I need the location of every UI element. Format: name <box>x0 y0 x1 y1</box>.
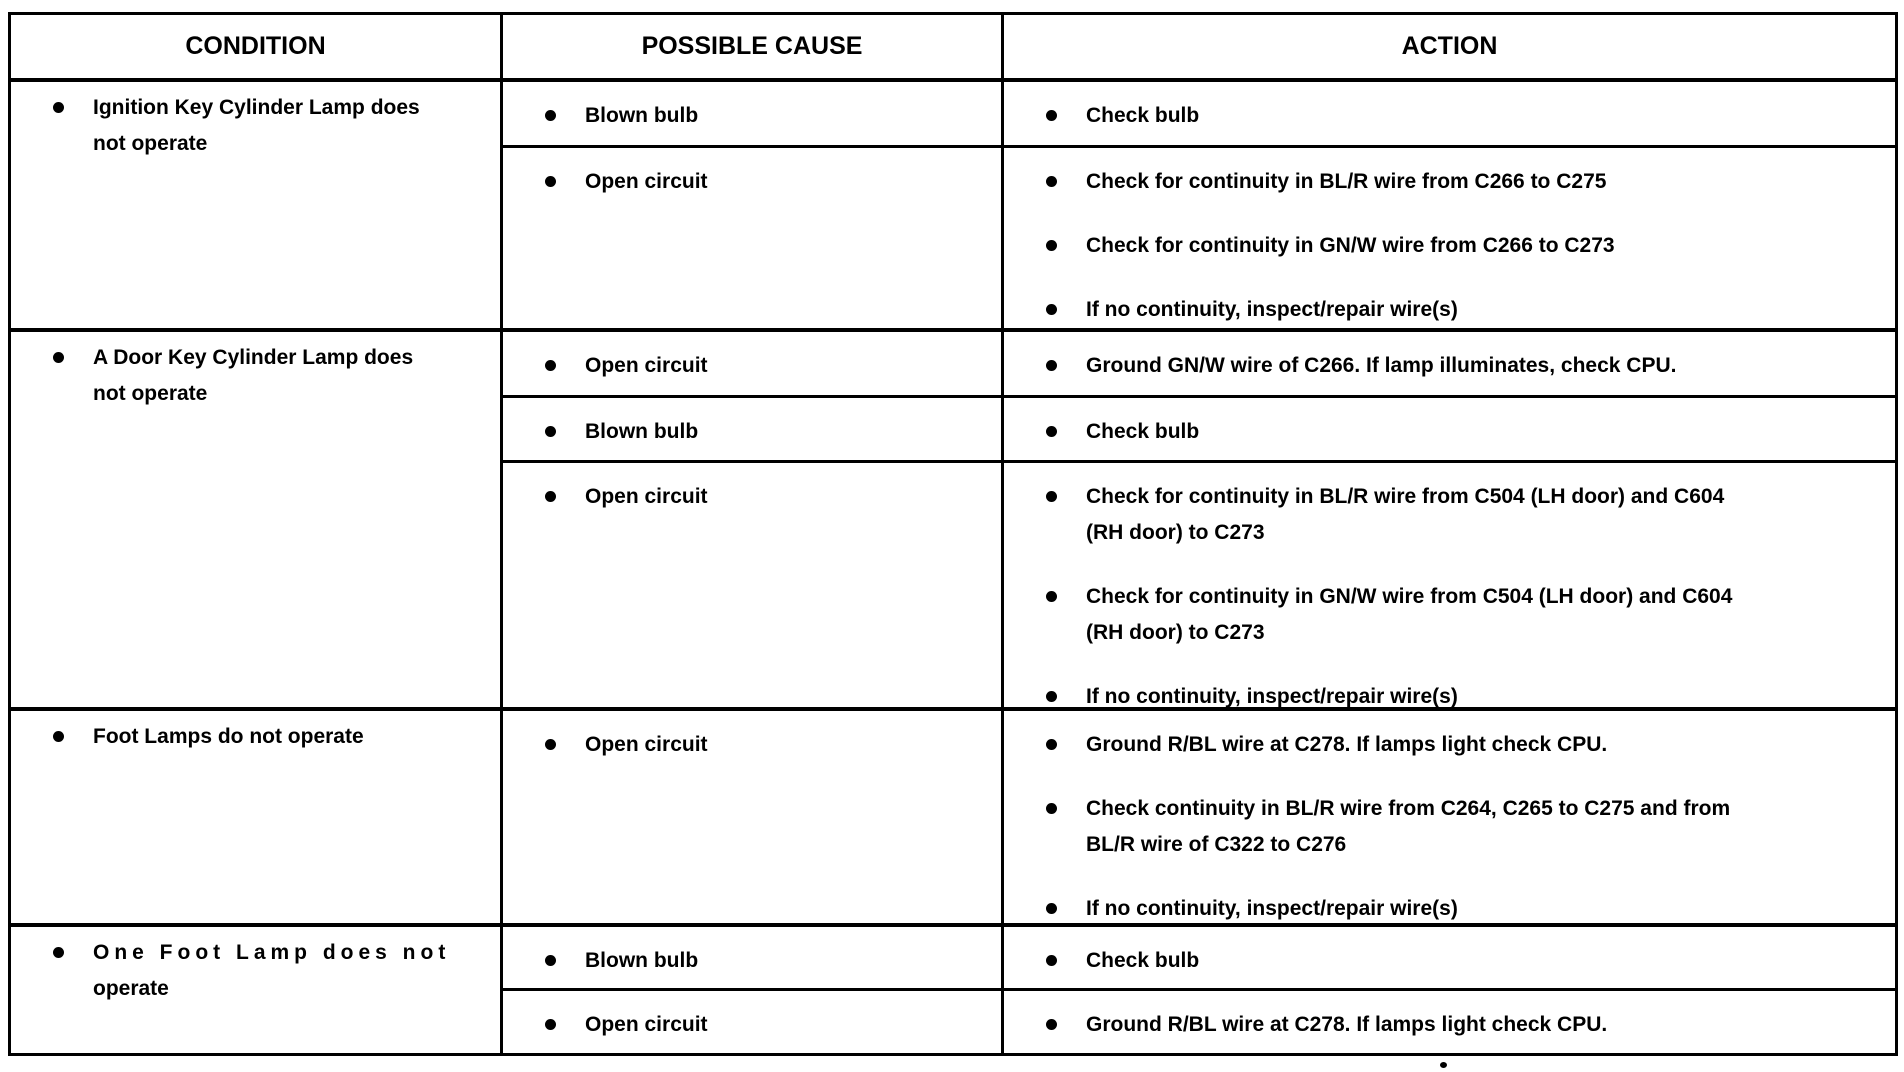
table-row: A Door Key Cylinder Lamp does not operate… <box>11 328 1895 707</box>
condition-line: not operate <box>93 132 208 155</box>
action-bullet-item: Ground GN/W wire of C266. If lamp illumi… <box>1004 348 1891 384</box>
cause-bullet-item: Blown bulb <box>503 98 1001 134</box>
condition-bullet-item: Ignition Key Cylinder Lamp does not opera… <box>11 90 500 162</box>
action-bullet-item: Check bulb <box>1004 414 1891 450</box>
condition-line: Ignition Key Cylinder Lamp does <box>93 96 420 119</box>
cause-bullet-item: Open circuit <box>503 1007 1001 1043</box>
troubleshooting-table: CONDITION POSSIBLE CAUSE ACTION Ignition… <box>8 12 1898 1056</box>
table-row: Ignition Key Cylinder Lamp does not opera… <box>11 78 1895 328</box>
action-bullet-item: Check bulb <box>1004 98 1891 134</box>
header-cell-action: ACTION <box>1401 32 1498 60</box>
condition-bullet-item: One Foot Lamp does not operate <box>11 935 500 1007</box>
action-cell: Check bulb <box>1004 82 1895 145</box>
cause-bullet-item: Blown bulb <box>503 943 1001 979</box>
cause-cell: Blown bulb <box>503 927 1004 988</box>
condition-cell: One Foot Lamp does not operate <box>11 927 503 1053</box>
action-cell: Check bulb <box>1004 398 1895 460</box>
cause-cell: Open circuit <box>503 148 1004 328</box>
action-cell: Check bulb <box>1004 927 1895 988</box>
action-bullet-item: Check for continuity in BL/R wire from C… <box>1004 479 1891 551</box>
cause-bullet-item: Open circuit <box>503 479 1001 515</box>
cause-bullet-item: Open circuit <box>503 727 1001 763</box>
condition-cell: Ignition Key Cylinder Lamp does not opera… <box>11 82 503 328</box>
action-cell: Check for continuity in BL/R wire from C… <box>1004 148 1895 328</box>
action-bullet-item: Ground R/BL wire at C278. If lamps light… <box>1004 1007 1891 1043</box>
cause-bullet-item: Open circuit <box>503 348 1001 384</box>
action-cell: Ground GN/W wire of C266. If lamp illumi… <box>1004 332 1895 395</box>
action-bullet-item: Check for continuity in GN/W wire from C… <box>1004 579 1891 651</box>
header-cell-possible-cause: POSSIBLE CAUSE <box>503 15 1004 78</box>
action-bullet-item: Check for continuity in BL/R wire from C… <box>1004 164 1891 200</box>
header-cell-condition: CONDITION <box>11 15 503 78</box>
action-bullet-item: Check for continuity in GN/W wire from C… <box>1004 228 1891 264</box>
cause-cell: Open circuit <box>503 991 1004 1053</box>
cause-cell: Blown bulb <box>503 398 1004 460</box>
cause-cell: Open circuit <box>503 711 1004 923</box>
cause-bullet-item: Open circuit <box>503 164 1001 200</box>
condition-cell: A Door Key Cylinder Lamp does not operate <box>11 332 503 707</box>
cause-cell: Blown bulb <box>503 82 1004 145</box>
action-cell: Ground R/BL wire at C278. If lamps light… <box>1004 991 1895 1053</box>
header-row: CONDITION POSSIBLE CAUSE ACTION <box>11 15 1895 78</box>
action-bullet-item: Check bulb <box>1004 943 1891 979</box>
condition-line: Foot Lamps do not operate <box>93 725 364 748</box>
action-bullet-item: Check continuity in BL/R wire from C264,… <box>1004 791 1891 863</box>
action-bullet-item: Ground R/BL wire at C278. If lamps light… <box>1004 727 1891 763</box>
action-cell: Check for continuity in BL/R wire from C… <box>1004 463 1895 707</box>
action-bullet-item: If no continuity, inspect/repair wire(s) <box>1004 891 1891 923</box>
table-body: Ignition Key Cylinder Lamp does not opera… <box>11 78 1895 1053</box>
condition-bullet-item: Foot Lamps do not operate <box>11 719 500 755</box>
condition-line: not operate <box>93 382 208 405</box>
condition-line: operate <box>93 977 169 1000</box>
action-bullet-item: If no continuity, inspect/repair wire(s) <box>1004 292 1891 328</box>
condition-line: One Foot Lamp does not <box>93 941 451 964</box>
action-bullet-item: If no continuity, inspect/repair wire(s) <box>1004 679 1891 707</box>
scan-speck <box>1440 1062 1447 1068</box>
condition-line: A Door Key Cylinder Lamp does <box>93 346 414 369</box>
condition-bullet-item: A Door Key Cylinder Lamp does not operate <box>11 340 500 412</box>
action-cell: Ground R/BL wire at C278. If lamps light… <box>1004 711 1895 923</box>
condition-cell: Foot Lamps do not operate <box>11 711 503 923</box>
cause-cell: Open circuit <box>503 332 1004 395</box>
cause-bullet-item: Blown bulb <box>503 414 1001 450</box>
cause-cell: Open circuit <box>503 463 1004 707</box>
